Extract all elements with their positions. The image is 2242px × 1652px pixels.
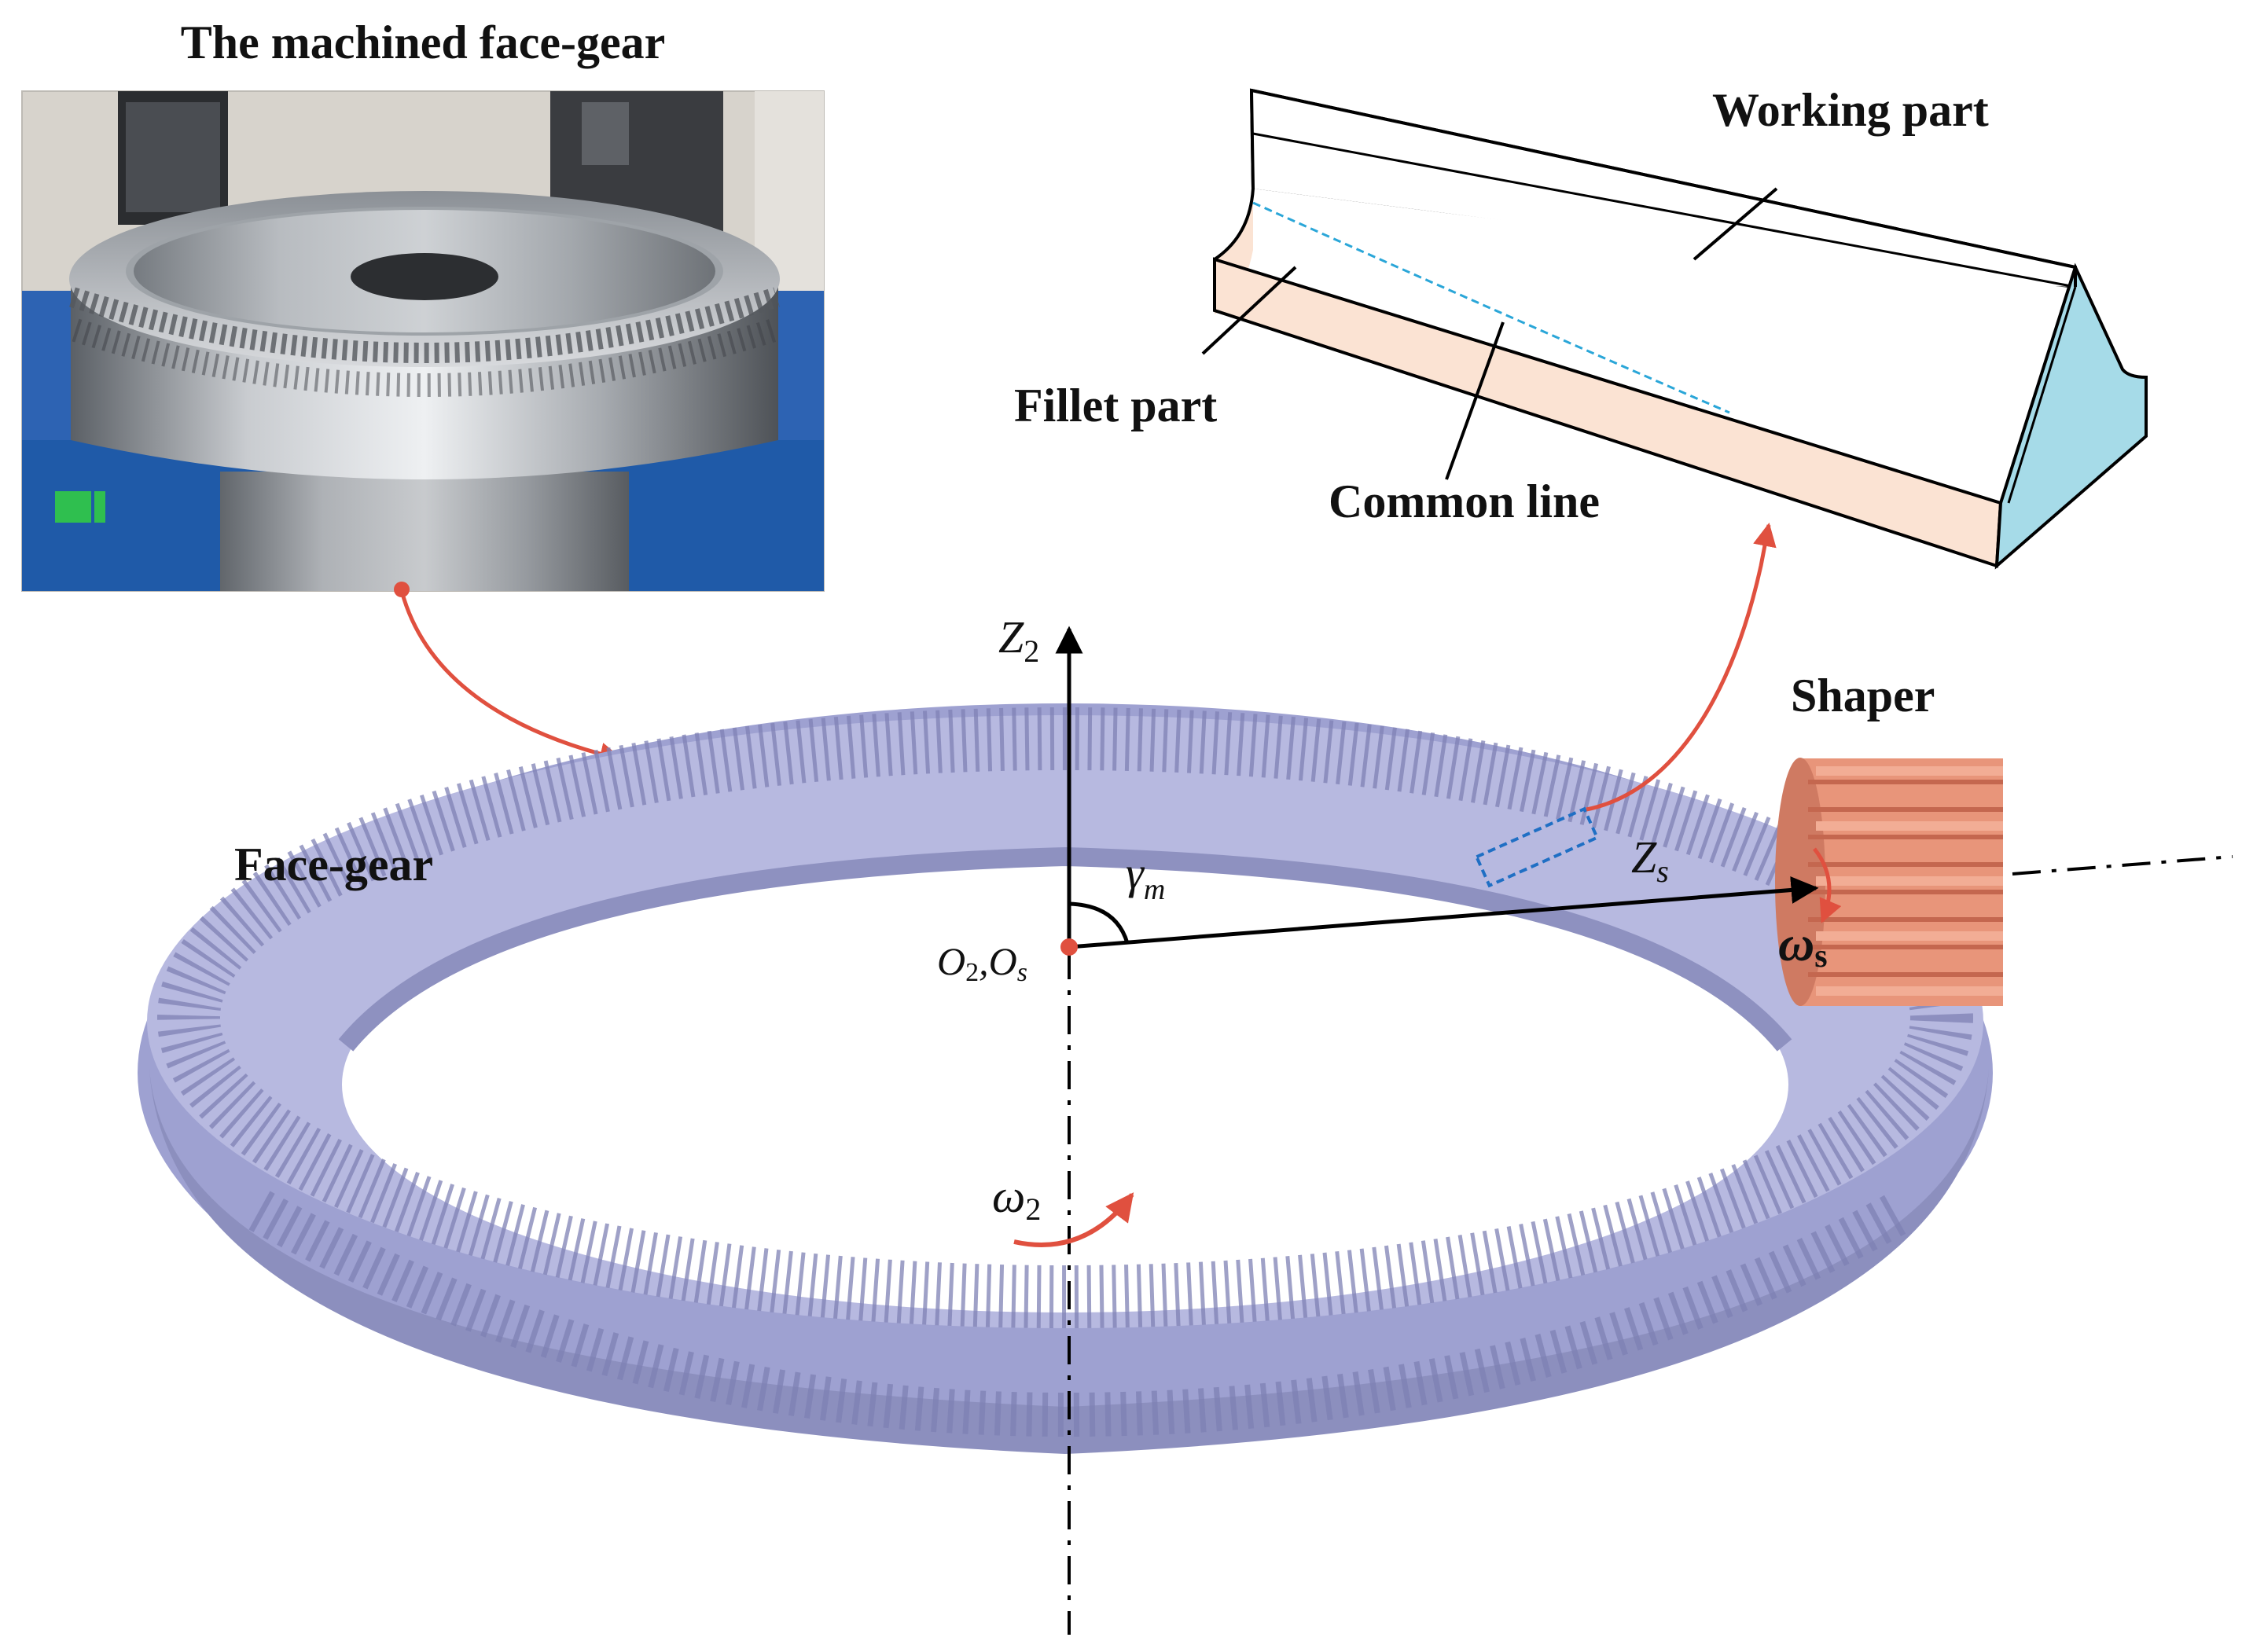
working-part-label: Working part bbox=[1712, 84, 1989, 136]
shaper-label: Shaper bbox=[1791, 670, 1935, 721]
gamma-angle-arc bbox=[1068, 901, 1130, 944]
shaper-axis bbox=[2012, 855, 2233, 876]
photo-to-gear-arrow bbox=[394, 582, 623, 766]
gamma-m-label: γm bbox=[1126, 847, 1165, 906]
fillet-part-leader bbox=[1201, 266, 1297, 355]
tooth-callout-box bbox=[1474, 806, 1600, 888]
z2-label: Z2 bbox=[998, 611, 1039, 669]
omega2-rotation-arrow bbox=[1013, 1192, 1134, 1247]
face-gear-label: Face-gear bbox=[234, 839, 433, 890]
common-line-label: Common line bbox=[1329, 475, 1600, 527]
origin-label: O2,Os bbox=[937, 939, 1027, 987]
machined-face-gear-photo bbox=[21, 90, 825, 592]
common-line-curve bbox=[1252, 201, 1730, 414]
shaper-cutter bbox=[1775, 758, 2003, 1006]
working-part-leader bbox=[1693, 187, 1778, 261]
omegas-label: ωs bbox=[1778, 916, 1828, 975]
origin-point bbox=[1060, 938, 1078, 956]
fillet-part-label: Fillet part bbox=[1014, 380, 1217, 431]
face-gear-ring bbox=[138, 703, 1993, 1454]
photo-title: The machined face-gear bbox=[181, 17, 666, 68]
blade-detail bbox=[1213, 88, 2148, 570]
common-line-leader bbox=[1445, 321, 1505, 480]
zs-label: Zs bbox=[1631, 832, 1669, 889]
zs-axis-arrow bbox=[1068, 876, 1819, 949]
callout-to-blade-arrow bbox=[1586, 523, 1777, 812]
omega2-label: ω2 bbox=[992, 1170, 1041, 1227]
